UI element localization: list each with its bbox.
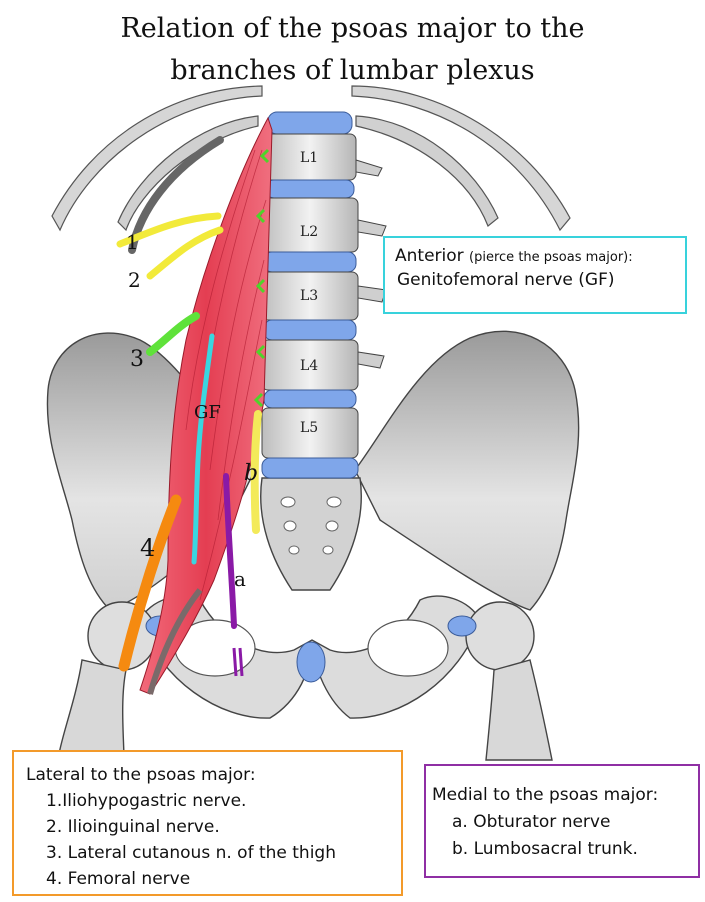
rib-right-lower bbox=[355, 115, 499, 227]
anterior-heading-line: Anterior (pierce the psoas major): bbox=[395, 246, 685, 266]
nerve-b-lumbosacral bbox=[250, 410, 262, 534]
psoas-fibers bbox=[185, 149, 267, 601]
label-2: 2 bbox=[128, 268, 141, 292]
title-line-1: Relation of the psoas major to the bbox=[120, 13, 585, 44]
medial-box: Medial to the psoas major: a. Obturator … bbox=[424, 764, 700, 878]
anterior-item: Genitofemoral nerve (GF) bbox=[397, 270, 615, 290]
sacral-foramina bbox=[280, 496, 342, 555]
nerve-2-ilioinguinal bbox=[146, 226, 224, 280]
nerve-1-iliohypogastric bbox=[116, 212, 222, 248]
title-line-2: branches of lumbar plexus bbox=[170, 55, 535, 86]
label-4: 4 bbox=[140, 534, 155, 562]
nerve-a-obturator bbox=[223, 473, 237, 629]
vertebra-label-l5: L5 bbox=[300, 420, 318, 436]
nerve-4-femoral bbox=[118, 494, 182, 672]
sacrum bbox=[260, 477, 362, 591]
right-femur bbox=[447, 601, 553, 761]
vertebra-label-l4: L4 bbox=[300, 358, 318, 374]
nerve-gf-genitofemoral bbox=[191, 333, 215, 565]
lateral-item-1: 1.Iliohypogastric nerve. bbox=[46, 791, 247, 811]
anterior-heading: Anterior bbox=[395, 246, 464, 266]
psoas-green-attachments bbox=[253, 148, 270, 408]
lateral-heading: Lateral to the psoas major: bbox=[26, 765, 256, 785]
rib-left-upper bbox=[51, 85, 263, 232]
vertebra-label-l2: L2 bbox=[300, 224, 318, 240]
right-iliac-wing bbox=[354, 330, 580, 611]
medial-item-b: b. Lumbosacral trunk. bbox=[452, 839, 638, 859]
label-b: b bbox=[244, 461, 258, 486]
vertebra-label-l3: L3 bbox=[300, 288, 318, 304]
vertebra-label-l1: L1 bbox=[300, 150, 318, 166]
lateral-box: Lateral to the psoas major: 1.Iliohypoga… bbox=[12, 750, 403, 896]
label-1: 1 bbox=[126, 230, 139, 254]
medial-heading: Medial to the psoas major: bbox=[432, 785, 659, 805]
nerve-3-lateral-cutaneous bbox=[146, 312, 200, 356]
label-gf: GF bbox=[194, 402, 221, 423]
obturator-foramen-right bbox=[367, 619, 449, 677]
lateral-item-2: 2. Ilioinguinal nerve. bbox=[46, 817, 220, 837]
lateral-item-3: 3. Lateral cutanous n. of the thigh bbox=[46, 843, 336, 863]
pubic-symphysis bbox=[296, 641, 326, 683]
psoas-tendon bbox=[147, 588, 203, 695]
lateral-item-4: 4. Femoral nerve bbox=[46, 869, 191, 889]
nerve-a-obturator-end bbox=[232, 647, 244, 677]
label-a: a bbox=[234, 567, 246, 591]
rib-right-upper bbox=[351, 85, 571, 232]
lumbar-spine bbox=[261, 111, 387, 479]
medial-item-a: a. Obturator nerve bbox=[452, 812, 611, 832]
anterior-box: Anterior (pierce the psoas major): Genit… bbox=[383, 236, 687, 314]
label-3: 3 bbox=[130, 347, 144, 372]
anterior-heading-note: (pierce the psoas major): bbox=[469, 250, 633, 265]
